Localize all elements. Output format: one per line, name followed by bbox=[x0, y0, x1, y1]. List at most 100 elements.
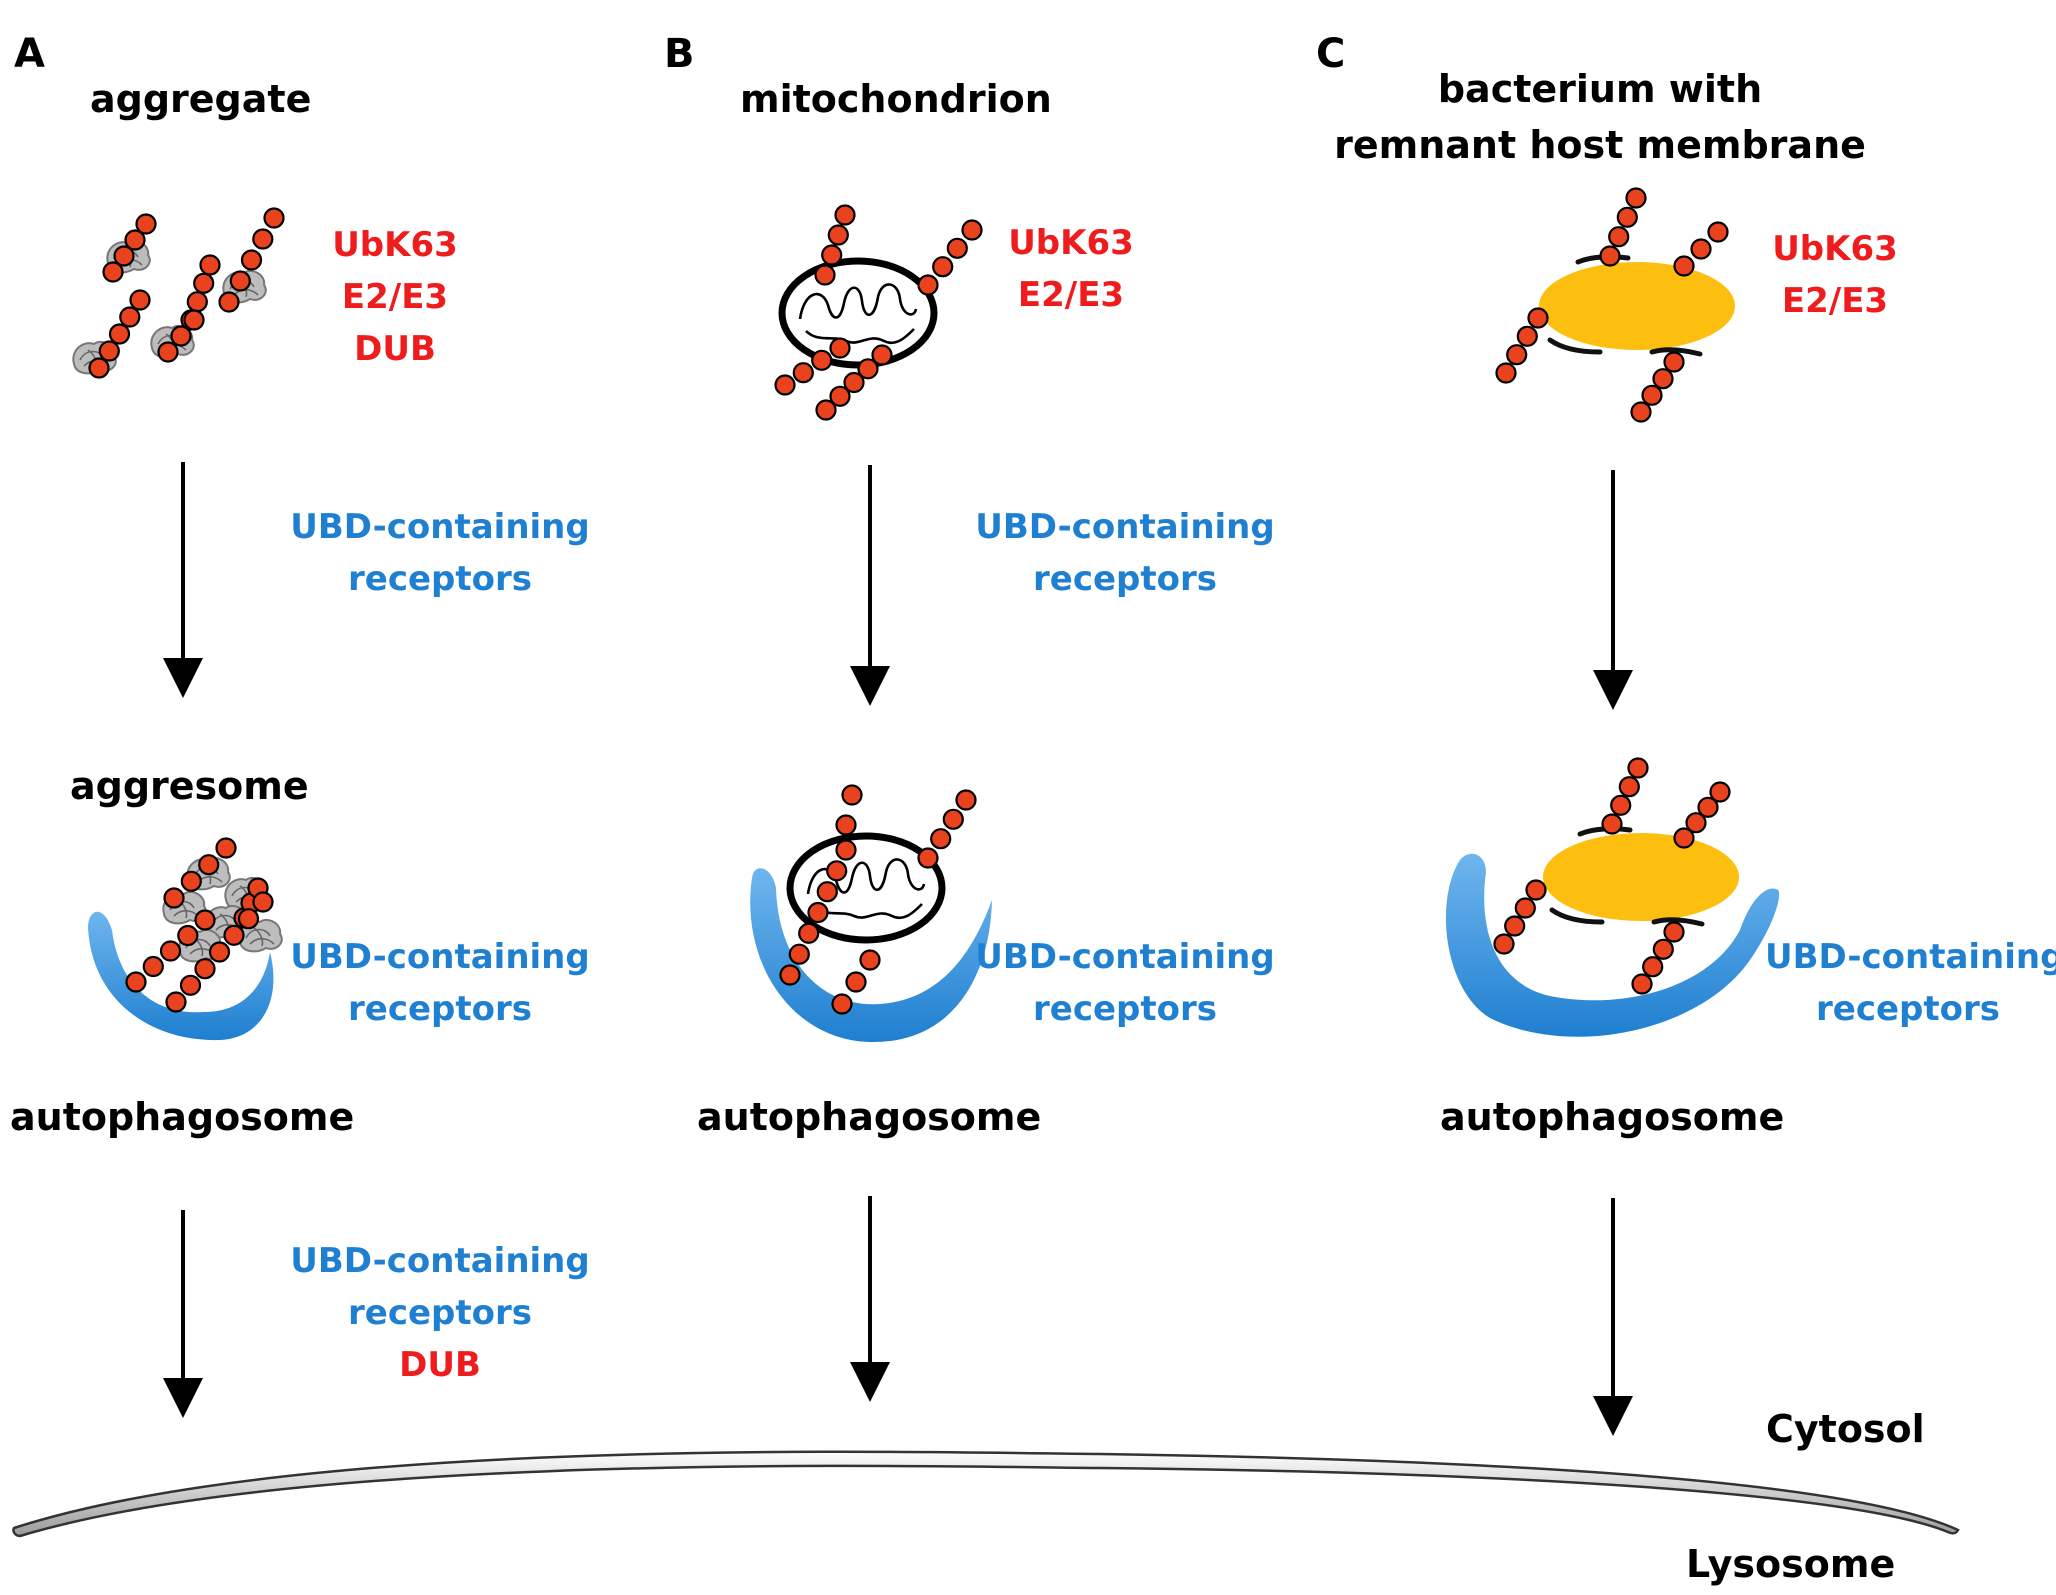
receptor-label-line2: receptors bbox=[348, 1293, 532, 1333]
phagophore-membrane bbox=[1445, 853, 1780, 1037]
bacterium-label-line2: remnant host membrane bbox=[1334, 123, 1866, 167]
ubiquitin-bead bbox=[180, 870, 202, 892]
ubiquitin-bead bbox=[942, 808, 964, 830]
ubiquitin-bead bbox=[1652, 938, 1674, 960]
ubiquitin-bead bbox=[841, 784, 863, 806]
receptor-label-line1: UBD-containing bbox=[290, 507, 590, 547]
ubiquitin-bead bbox=[871, 344, 893, 366]
ubiquitin-bead bbox=[215, 837, 237, 859]
ubiquitin-bead bbox=[1493, 933, 1515, 955]
panel-a-markers: UbK63 E2/E3 DUB bbox=[330, 228, 460, 384]
ubiquitin-bead bbox=[1697, 796, 1719, 818]
ubiquitin-bead bbox=[124, 229, 146, 251]
ubiquitin-bead bbox=[102, 261, 124, 283]
ubiquitin-bead bbox=[263, 207, 285, 229]
ubiquitin-bead bbox=[183, 309, 205, 331]
ubiquitin-bead bbox=[252, 891, 274, 913]
ubiquitin-bead bbox=[1618, 776, 1640, 798]
receptor-label-line2: receptors bbox=[1033, 989, 1217, 1029]
ubiquitin-bead bbox=[186, 291, 208, 313]
ubiquitin-bead bbox=[788, 943, 810, 965]
ubiquitin-bead bbox=[917, 274, 939, 296]
ubiquitin-bead bbox=[237, 908, 260, 930]
ubiquitin-bead bbox=[961, 219, 983, 241]
ubiquitin-bead bbox=[807, 901, 829, 924]
ubiquitin-bead bbox=[1630, 401, 1652, 423]
ubiquitin-bead bbox=[252, 228, 274, 250]
panel-letter-c: C bbox=[1316, 31, 1346, 77]
ubiquitin-bead bbox=[1608, 226, 1630, 248]
dub-label: DUB bbox=[399, 1345, 481, 1385]
ubiquitin-bead bbox=[170, 325, 192, 347]
ubiquitin-bead bbox=[1685, 812, 1707, 834]
ubiquitin-bead bbox=[177, 924, 199, 947]
ubiquitin-bead bbox=[1627, 757, 1649, 779]
ubiquitin-bead bbox=[88, 357, 110, 379]
ubk63-label: UbK63 bbox=[332, 225, 458, 265]
ubiquitin-bead bbox=[1504, 915, 1526, 937]
receptor-label-line1: UBD-containing bbox=[975, 937, 1275, 977]
ubiquitin-bead bbox=[1516, 325, 1538, 347]
ubiquitin-bead bbox=[1673, 255, 1695, 277]
aggregate-label: aggregate bbox=[90, 77, 312, 121]
ubiquitin-bead bbox=[208, 941, 231, 963]
e2-e3-label: E2/E3 bbox=[1017, 275, 1125, 315]
ubiquitin-bead bbox=[1652, 368, 1674, 390]
ubiquitin-bead bbox=[218, 291, 240, 313]
ubiquitin-bead bbox=[859, 949, 881, 971]
ubiquitin-bead bbox=[917, 847, 939, 869]
ubiquitin-bead bbox=[1601, 813, 1623, 835]
bacterium bbox=[1543, 833, 1739, 921]
aggresome-label: aggresome bbox=[70, 764, 309, 808]
e2-e3-label: E2/E3 bbox=[341, 277, 449, 317]
ubiquitin-bead bbox=[135, 213, 157, 235]
ubiquitin-bead bbox=[932, 256, 954, 278]
ubiquitin-bead bbox=[163, 887, 185, 909]
ubiquitin-bead bbox=[930, 828, 952, 850]
ubiquitin-bead bbox=[827, 224, 849, 246]
receptor-label-line1: UBD-containing bbox=[290, 1241, 590, 1281]
mitochondrion bbox=[782, 261, 934, 365]
panel-a-receptors-2: UBD-containing receptors bbox=[290, 940, 590, 1044]
ubiquitin-bead bbox=[194, 958, 216, 980]
ubiquitin-bead bbox=[1673, 827, 1695, 849]
ubk63-label: UbK63 bbox=[1772, 229, 1898, 269]
ubiquitin-bead bbox=[829, 385, 851, 407]
ubiquitin-bead bbox=[1514, 897, 1536, 919]
ubiquitin-bead bbox=[814, 264, 836, 286]
ubiquitin-bead bbox=[821, 244, 843, 266]
panel-letter-a: A bbox=[14, 31, 45, 77]
ubiquitin-bead bbox=[229, 270, 251, 292]
ubiquitin-bead bbox=[108, 323, 131, 345]
e2-e3-label: E2/E3 bbox=[1781, 281, 1889, 321]
ubiquitin-bead bbox=[223, 924, 245, 946]
lysosome-label: Lysosome bbox=[1686, 1542, 1896, 1586]
ubiquitin-bead bbox=[165, 991, 187, 1013]
ubiquitin-bead bbox=[946, 237, 968, 259]
ubiquitin-bead bbox=[1610, 794, 1632, 816]
ubiquitin-bead bbox=[179, 974, 202, 996]
panel-c-markers: UbK63 E2/E3 bbox=[1770, 232, 1900, 336]
ubiquitin-bead bbox=[1506, 344, 1528, 366]
ubiquitin-bead bbox=[1663, 921, 1685, 943]
ubiquitin-bead bbox=[857, 358, 879, 380]
phagophore-membrane bbox=[88, 911, 274, 1041]
ubiquitin-bead bbox=[1642, 956, 1664, 978]
autophagosome-label-b: autophagosome bbox=[697, 1095, 1042, 1139]
receptor-label-line2: receptors bbox=[1033, 559, 1217, 599]
ubiquitin-bead bbox=[159, 940, 182, 962]
ubiquitin-bead bbox=[845, 971, 867, 993]
mitochondrion-label: mitochondrion bbox=[740, 77, 1052, 121]
ubiquitin-bead bbox=[142, 955, 164, 978]
panel-b-markers: UbK63 E2/E3 bbox=[1006, 226, 1136, 330]
panel-letter-b: B bbox=[664, 31, 695, 77]
ubiquitin-bead bbox=[157, 341, 179, 363]
ubiquitin-bead bbox=[1525, 879, 1547, 901]
ubiquitin-bead bbox=[774, 374, 796, 396]
autophagosome-label-c: autophagosome bbox=[1440, 1095, 1785, 1139]
ubiquitin-bead bbox=[1709, 781, 1731, 803]
ubiquitin-bead bbox=[1527, 307, 1549, 329]
receptor-label-line2: receptors bbox=[348, 989, 532, 1029]
